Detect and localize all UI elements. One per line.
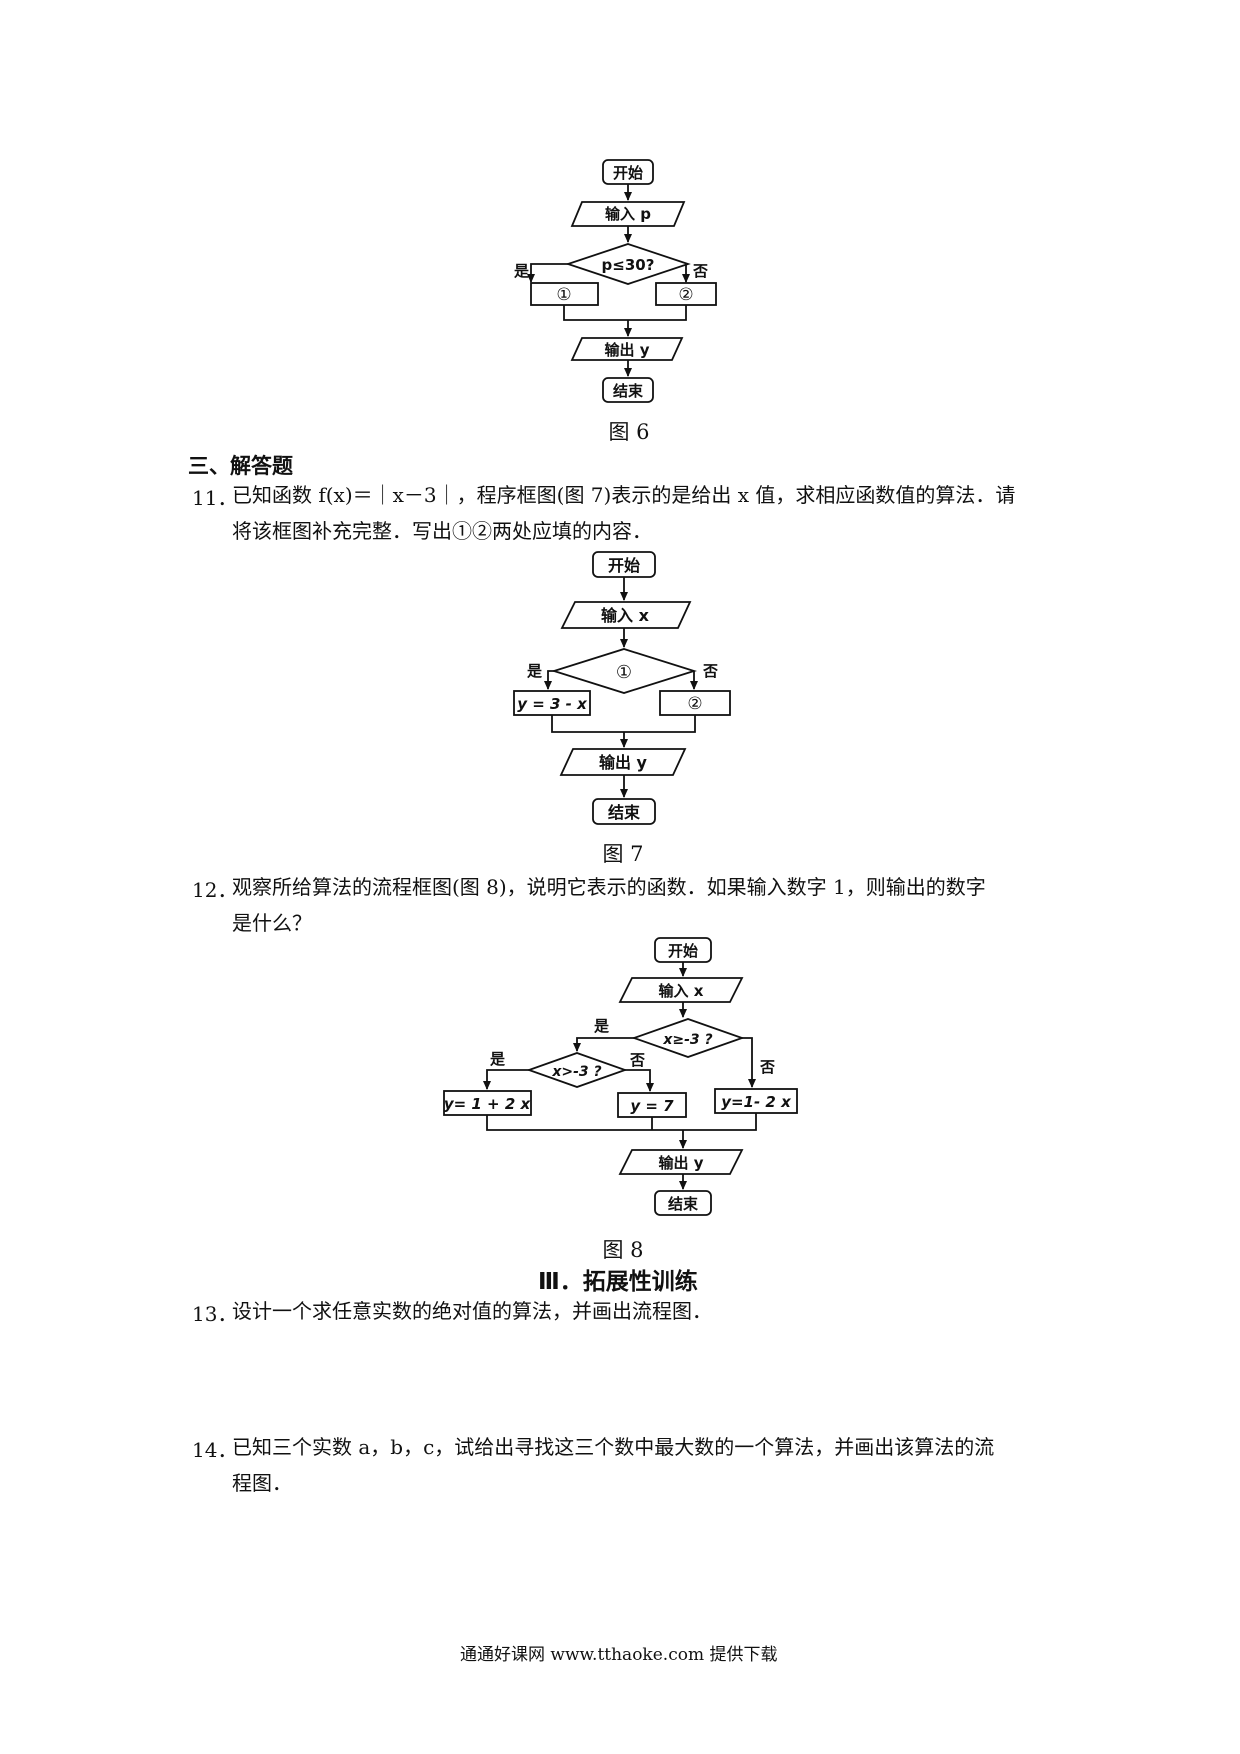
page-footer: 通通好课网 www.tthaoke.com 提供下载 <box>460 1645 778 1665</box>
process-box-no-label: ② <box>687 694 702 714</box>
input-label: 输入 p <box>605 205 651 223</box>
figure-caption-7: 图 7 <box>602 842 644 866</box>
process-box-c-label: y=1- 2 x <box>721 1093 792 1111</box>
flowchart-fig8: 开始 输入 x x≥-3 ? 是 否 x>-3 ? 是 否 y= 1 + 2 x… <box>443 937 798 1216</box>
question-12-line-2: 是什么？ <box>232 911 312 935</box>
question-11-line-1: 已知函数 f(x)＝｜x－3｜，程序框图(图 7)表示的是给出 x 值，求相应函… <box>232 483 1016 507</box>
yes-label: 是 <box>513 262 530 280</box>
end-terminal <box>602 377 654 403</box>
yes-label-2: 是 <box>489 1050 506 1068</box>
question-number-11: 11． <box>192 486 238 510</box>
yes-label-1: 是 <box>593 1017 610 1035</box>
no-label: 否 <box>702 662 718 680</box>
question-11-line-2: 将该框图补充完整．写出①②两处应填的内容． <box>232 519 652 543</box>
decision-diamond <box>565 243 691 285</box>
process-box-1-label: ① <box>556 285 571 305</box>
process-box-yes <box>513 690 591 716</box>
process-box-yes-label: y = 3 - x <box>517 695 588 713</box>
question-14-line-1: 已知三个实数 a，b，c，试给出寻找这三个数中最大数的一个算法，并画出该算法的流 <box>232 1435 995 1459</box>
end-label: 结束 <box>668 1195 699 1213</box>
input-parallelogram <box>570 201 686 227</box>
end-label: 结束 <box>607 803 641 822</box>
question-number-12: 12． <box>192 878 238 902</box>
flowchart-fig6: 开始 输入 p p≤30? 是 否 ① ② 输出 y 结束 <box>513 159 717 403</box>
question-number-13: 13． <box>192 1302 238 1326</box>
input-label: 输入 x <box>659 982 704 1000</box>
end-terminal <box>654 1190 712 1216</box>
question-12-line-1: 观察所给算法的流程框图(图 8)，说明它表示的函数．如果输入数字 1，则输出的数… <box>232 875 986 899</box>
process-box-c <box>714 1088 798 1114</box>
start-label: 开始 <box>668 942 698 960</box>
decision-1-label: x≥-3 ? <box>662 1032 712 1048</box>
figure-caption-8: 图 8 <box>602 1238 644 1262</box>
end-label: 结束 <box>613 382 644 400</box>
no-label-1: 否 <box>759 1058 775 1076</box>
process-box-2-label: ② <box>678 285 693 305</box>
process-box-b-label: y = 7 <box>630 1097 674 1115</box>
question-13-line-1: 设计一个求任意实数的绝对值的算法，并画出流程图． <box>232 1299 712 1323</box>
flowchart-fig7: 开始 输入 x ① 是 否 y = 3 - x ② 输出 y 结束 <box>513 551 731 825</box>
no-label: 否 <box>692 262 708 280</box>
figure-caption-6: 图 6 <box>608 420 650 444</box>
decision-label: ① <box>616 662 632 683</box>
decision-2-label: x>-3 ? <box>551 1064 601 1080</box>
question-number-14: 14． <box>192 1438 238 1462</box>
process-box-b <box>617 1092 687 1118</box>
start-label: 开始 <box>613 164 643 182</box>
input-label: 输入 x <box>601 606 650 625</box>
output-label: 输出 y <box>604 341 649 359</box>
yes-label: 是 <box>526 662 543 680</box>
start-label: 开始 <box>608 556 640 575</box>
output-parallelogram <box>570 337 684 361</box>
output-label: 输出 y <box>599 753 648 772</box>
process-box-a <box>443 1090 532 1116</box>
section-heading: 三、解答题 <box>188 454 293 478</box>
part-heading: Ⅲ．拓展性训练 <box>538 1269 698 1295</box>
decision-diamond-1 <box>631 1018 745 1058</box>
input-parallelogram <box>618 977 744 1003</box>
no-label-2: 否 <box>629 1051 645 1069</box>
decision-label: p≤30? <box>602 256 655 274</box>
output-parallelogram <box>559 748 687 776</box>
decision-diamond-2 <box>526 1052 628 1088</box>
end-terminal <box>592 798 656 825</box>
output-parallelogram <box>618 1149 744 1175</box>
question-14-line-2: 程图． <box>232 1471 292 1495</box>
process-box-a-label: y= 1 + 2 x <box>444 1095 532 1113</box>
input-parallelogram <box>560 601 692 629</box>
decision-diamond <box>550 648 698 694</box>
output-label: 输出 y <box>658 1154 703 1172</box>
